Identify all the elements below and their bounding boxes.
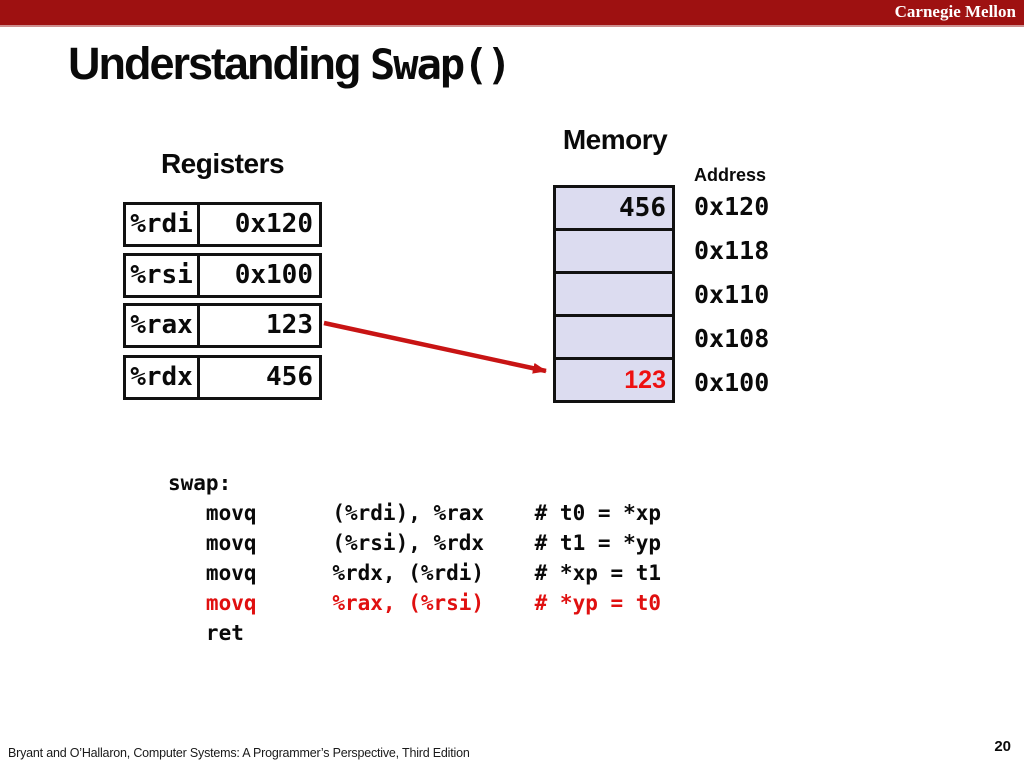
- code-line-swap-label: swap:: [168, 471, 232, 495]
- registers-heading: Registers: [160, 148, 285, 179]
- register-value: 0x100: [234, 260, 313, 290]
- register-name: %rsi: [126, 256, 200, 295]
- register-row-rsi: %rsi 0x100: [123, 253, 322, 298]
- memory-cell-0x100: 123: [553, 357, 675, 403]
- address-label: 0x120: [694, 192, 770, 221]
- memory-value-highlighted: 123: [624, 366, 666, 394]
- memory-heading: Memory: [562, 124, 668, 155]
- page-title-text: Understanding: [68, 38, 371, 89]
- register-value: 456: [266, 362, 313, 392]
- code-line-movq-3: movq %rdx, (%rdi) # *xp = t1: [168, 561, 662, 585]
- address-heading: Address: [694, 165, 767, 185]
- code-line-movq-2: movq (%rsi), %rdx # t1 = *yp: [168, 531, 662, 555]
- banner-separator: [0, 25, 1024, 27]
- memory-value: 456: [619, 193, 666, 223]
- code-line-ret: ret: [168, 621, 244, 645]
- register-row-rax: %rax 123: [123, 303, 322, 348]
- cmu-banner: Carnegie Mellon: [0, 0, 1024, 25]
- code-line-movq-1: movq (%rdi), %rax # t0 = *xp: [168, 501, 662, 525]
- memory-cell-0x110: [553, 271, 675, 317]
- rax-to-memory-arrow-icon: [323, 320, 547, 374]
- register-name: %rdi: [126, 205, 200, 244]
- address-label: 0x118: [694, 236, 770, 265]
- address-label: 0x110: [694, 280, 770, 309]
- arrow-line: [323, 320, 547, 374]
- page-title-code: Swap(): [370, 40, 512, 89]
- register-row-rdx: %rdx 456: [123, 355, 322, 400]
- memory-cell-0x120: 456: [553, 185, 675, 231]
- memory-cell-0x118: [553, 228, 675, 274]
- memory-cell-0x108: [553, 314, 675, 360]
- address-label: 0x108: [694, 324, 770, 353]
- register-name: %rdx: [126, 358, 200, 397]
- page-title: Understanding Swap(): [68, 38, 512, 90]
- cmu-banner-label: Carnegie Mellon: [894, 2, 1016, 21]
- assembly-code-block: swap: movq (%rdi), %rax # t0 = *xp movq …: [168, 468, 661, 648]
- register-name: %rax: [126, 306, 200, 345]
- page-number: 20: [994, 738, 1011, 755]
- register-value: 0x120: [234, 209, 313, 239]
- code-line-movq-4-highlighted: movq %rax, (%rsi) # *yp = t0: [168, 591, 662, 615]
- register-value: 123: [266, 310, 313, 340]
- footer-citation: Bryant and O’Hallaron, Computer Systems:…: [8, 746, 470, 760]
- register-row-rdi: %rdi 0x120: [123, 202, 322, 247]
- address-label: 0x100: [694, 368, 770, 397]
